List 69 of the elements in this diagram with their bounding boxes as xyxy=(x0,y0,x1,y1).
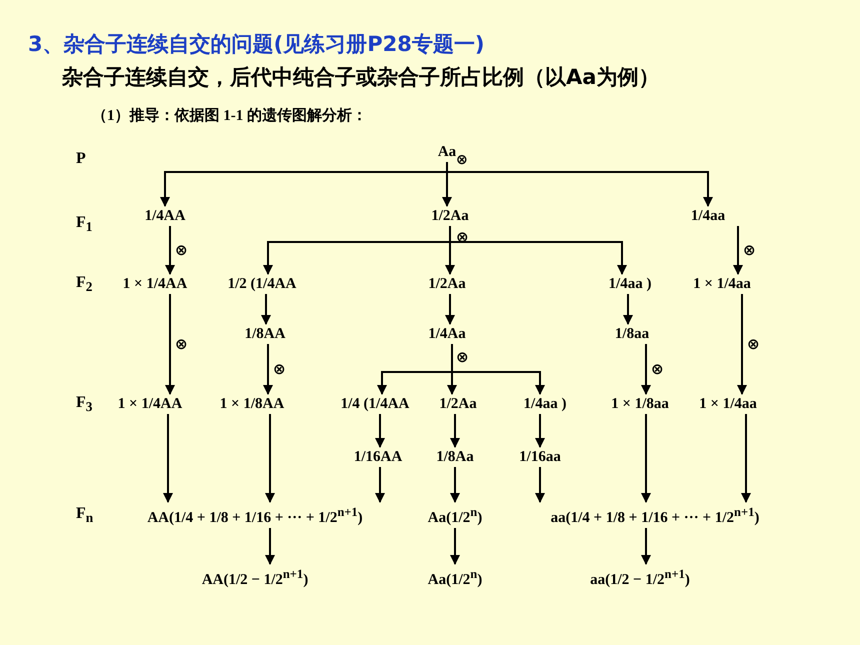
edge-label: ⊗ xyxy=(743,242,756,258)
genotype-term: 1/16AA xyxy=(352,448,404,466)
generation-label: F$_{3}$ xyxy=(76,394,92,416)
genotype-term: aa(1/2 − 1/2$^{n+1}$) xyxy=(589,565,691,589)
genotype-term: 1/2Aa xyxy=(438,395,478,413)
genotype-term: 1/2Aa xyxy=(430,207,470,225)
arrow xyxy=(165,226,175,275)
arrow xyxy=(165,294,175,395)
genotype-term: 1 × 1/8aa xyxy=(610,395,670,413)
arrow xyxy=(741,414,751,503)
arrow xyxy=(445,294,455,325)
arrow xyxy=(737,294,747,395)
genotype-term: 1/2 (1/4AA xyxy=(226,275,298,293)
edge-label: ⊗ xyxy=(175,336,188,352)
generation-label: F$_{n}$ xyxy=(76,505,94,526)
genotype-term: aa(1/4 + 1/8 + 1/16 + ··· + 1/2$^{n+1}$) xyxy=(550,503,760,527)
genotype-term: 1/8AA xyxy=(244,325,286,343)
genotype-term: 1/8aa xyxy=(614,325,650,343)
selfing-symbol: ⊗ xyxy=(456,152,468,168)
edge-label: ⊗ xyxy=(747,336,760,352)
arrow xyxy=(450,414,460,448)
arrow xyxy=(641,344,651,395)
arrow xyxy=(263,344,273,395)
arrow xyxy=(535,414,545,448)
generation-label: P xyxy=(76,150,86,168)
edge-label: ⊗ xyxy=(273,361,286,377)
arrow xyxy=(375,414,385,448)
genotype-term: Aa(1/2$^{n}$) xyxy=(426,503,484,527)
genotype-term: 1/4aa ) xyxy=(608,275,652,293)
arrow xyxy=(733,226,743,275)
selfing-symbol: ⊗ xyxy=(456,348,469,366)
genotype-term: 1/16aa xyxy=(518,448,562,466)
arrow xyxy=(446,162,713,207)
genotype-term: 1 × 1/4AA xyxy=(116,395,184,413)
genotype-term: AA(1/4 + 1/8 + 1/16 + ··· + 1/2$^{n+1}$) xyxy=(146,503,364,527)
genotype-term: 1/4Aa xyxy=(427,325,467,343)
arrow xyxy=(450,528,460,565)
arrow xyxy=(641,414,651,503)
genotype-term: 1/4AA xyxy=(144,207,186,225)
genotype-term: 1 × 1/4aa xyxy=(698,395,758,413)
arrow xyxy=(641,528,651,565)
genotype-term: 1/8Aa xyxy=(435,448,475,466)
genotype-term: 1 × 1/4aa xyxy=(692,275,752,293)
arrow xyxy=(375,467,385,503)
arrow xyxy=(261,294,271,325)
genotype-term: Aa xyxy=(436,143,458,161)
genotype-term: Aa(1/2$^{n}$) xyxy=(426,565,484,589)
instruction-text: （1）推导：依据图 1-1 的遗传图解分析： xyxy=(92,106,367,125)
genotype-term: 1/4 (1/4AA xyxy=(340,395,410,413)
arrow xyxy=(451,344,545,395)
subtitle: 杂合子连续自交，后代中纯合子或杂合子所占比例（以Aa为例） xyxy=(62,64,660,91)
arrow xyxy=(265,414,275,503)
heading: 3、杂合子连续自交的问题(见练习册P28专题一) xyxy=(28,31,484,58)
arrow xyxy=(163,414,173,503)
edge-label: ⊗ xyxy=(651,361,664,377)
arrow xyxy=(623,294,633,325)
arrow xyxy=(449,226,627,275)
genotype-term: 1 × 1/4AA xyxy=(122,275,188,293)
genotype-term: 1/4aa ) xyxy=(522,395,568,413)
generation-label: F$_{2}$ xyxy=(76,274,92,296)
generation-label: F$_{1}$ xyxy=(76,214,92,236)
genotype-term: 1 × 1/8AA xyxy=(218,395,286,413)
genotype-term: 1/2Aa xyxy=(427,275,467,293)
arrow xyxy=(450,467,460,503)
arrow xyxy=(535,467,545,503)
genotype-term: AA(1/2 − 1/2$^{n+1}$) xyxy=(200,565,310,589)
edge-label: ⊗ xyxy=(175,242,188,258)
genotype-term: 1/4aa xyxy=(690,207,726,225)
arrow xyxy=(265,528,275,565)
